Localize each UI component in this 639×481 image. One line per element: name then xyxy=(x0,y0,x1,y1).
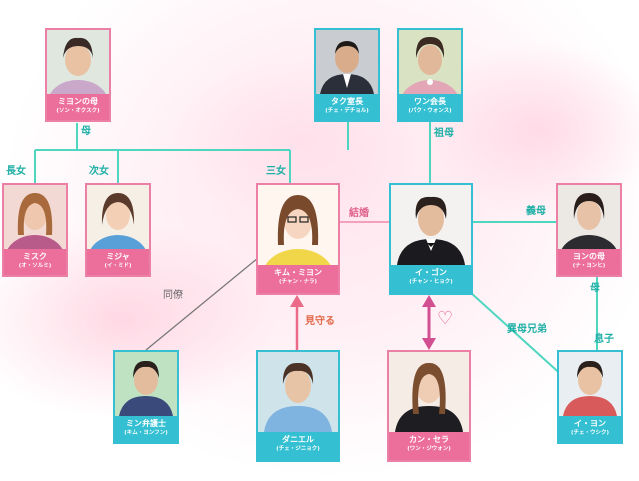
character-card-daniel: ダニエル(チェ・ジニョク) xyxy=(256,350,340,462)
character-card-min-lawyer: ミン弁護士(キム・ヨンフン) xyxy=(113,350,179,444)
relation-label: 義母 xyxy=(526,206,546,217)
relation-label: 息子 xyxy=(594,334,614,345)
portrait-image xyxy=(47,30,109,94)
relation-label: 長女 xyxy=(6,166,26,177)
name-label: タク室長(チェ・デチョル) xyxy=(316,94,378,120)
name-label: ヨンの母(ナ・ヨンヒ) xyxy=(558,249,620,275)
relation-label: 結婚 xyxy=(349,208,369,219)
relation-label: 母 xyxy=(590,283,600,294)
portrait-image xyxy=(258,185,338,265)
relation-label: 祖母 xyxy=(434,128,454,139)
portrait-image xyxy=(399,30,461,94)
relation-label: 母 xyxy=(81,126,91,137)
name-label: ミスク(オ・ソルミ) xyxy=(4,249,66,275)
heart-icon: ♡ xyxy=(437,308,454,329)
name-label: ミヨンの母(ソン・オクスク) xyxy=(47,94,109,120)
character-card-wan: ワン会長(パク・ウォンス) xyxy=(397,28,463,122)
double-arrow-icon xyxy=(422,295,436,350)
character-card-kim-miyeon: キム・ミヨン(チャン・ナラ) xyxy=(256,183,340,295)
relation-label: 同僚 xyxy=(163,290,183,301)
character-card-i-gon: イ・ゴン(チャン・ヒョク) xyxy=(389,183,473,295)
name-label: ワン会長(パク・ウォンス) xyxy=(399,94,461,120)
relation-label: 次女 xyxy=(89,166,109,177)
character-card-tak: タク室長(チェ・デチョル) xyxy=(314,28,380,122)
character-card-misuku: ミスク(オ・ソルミ) xyxy=(2,183,68,277)
character-card-miyeon-mother: ミヨンの母(ソン・オクスク) xyxy=(45,28,111,122)
portrait-image xyxy=(391,185,471,265)
name-label: ミジャ(イ・ミド) xyxy=(87,249,149,275)
name-label: イ・ゴン(チャン・ヒョク) xyxy=(391,265,471,293)
relation-label: 見守る xyxy=(305,316,335,327)
name-label: イ・ヨン(チェ・ウシク) xyxy=(559,416,621,442)
portrait-image xyxy=(258,352,338,432)
name-label: ダニエル(チェ・ジニョク) xyxy=(258,432,338,460)
portrait-image xyxy=(316,30,378,94)
character-card-yeon-mother: ヨンの母(ナ・ヨンヒ) xyxy=(556,183,622,277)
name-label: カン・セラ(ワン・ジウォン) xyxy=(389,432,469,460)
portrait-image xyxy=(87,185,149,249)
relation-label: 異母兄弟 xyxy=(507,324,547,335)
name-label: ミン弁護士(キム・ヨンフン) xyxy=(115,416,177,442)
character-card-i-yeon: イ・ヨン(チェ・ウシク) xyxy=(557,350,623,444)
portrait-image xyxy=(4,185,66,249)
character-card-kang-sera: カン・セラ(ワン・ジウォン) xyxy=(387,350,471,462)
connector-line xyxy=(469,291,566,379)
relation-label: 三女 xyxy=(266,166,286,177)
portrait-image xyxy=(558,185,620,249)
connector-line xyxy=(145,257,259,351)
portrait-image xyxy=(559,352,621,416)
portrait-image xyxy=(389,352,469,432)
character-card-mija: ミジャ(イ・ミド) xyxy=(85,183,151,277)
arrow-up-icon xyxy=(290,295,304,307)
portrait-image xyxy=(115,352,177,416)
name-label: キム・ミヨン(チャン・ナラ) xyxy=(258,265,338,293)
